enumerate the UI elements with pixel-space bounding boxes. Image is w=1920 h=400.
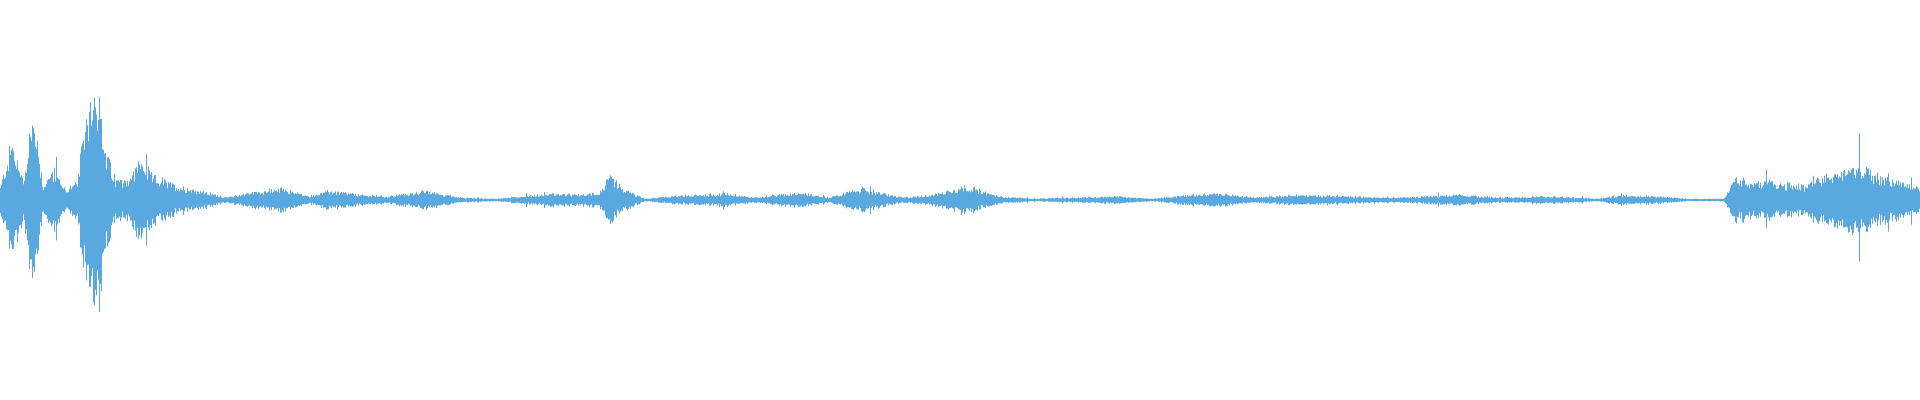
waveform-samples [0,96,1920,312]
